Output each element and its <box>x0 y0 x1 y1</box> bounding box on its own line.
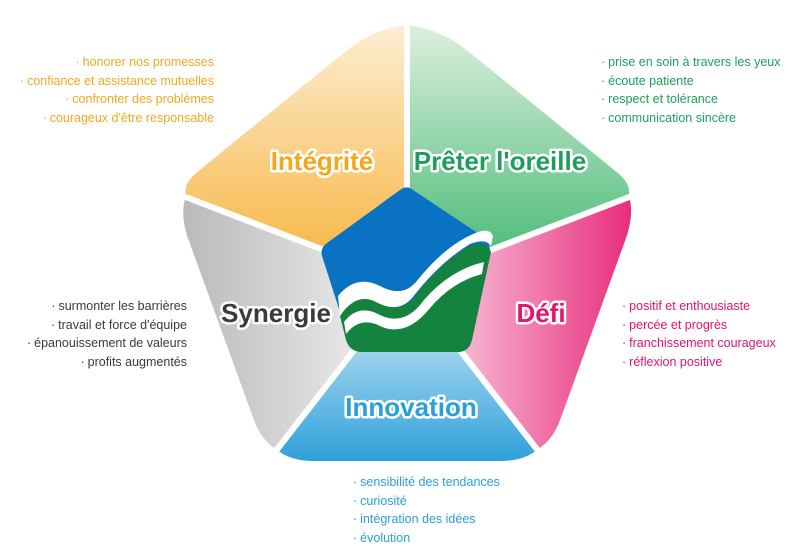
list-item: ·curiosité <box>353 492 500 511</box>
list-item: ·respect et tolérance <box>601 90 780 109</box>
bullet-dot: · <box>601 55 605 69</box>
list-item-text: intégration des idées <box>360 512 475 526</box>
list-item: ·écoute patiente <box>601 72 780 91</box>
bullet-dot: · <box>65 92 69 106</box>
title-innovation: Innovation <box>345 392 476 422</box>
title-integrite: Intégrité <box>271 146 374 176</box>
list-item: ·honorer nos promesses <box>20 53 214 72</box>
list-item: ·sensibilité des tendances <box>353 473 500 492</box>
list-innovation: ·sensibilité des tendances ·curiosité ·i… <box>353 473 500 547</box>
list-item-text: confiance et assistance mutuelles <box>27 74 214 88</box>
list-item-text: percée et progrès <box>629 318 727 332</box>
list-item: ·courageux d'être responsable <box>20 109 214 128</box>
title-defi: Défi <box>516 298 565 328</box>
list-item: ·épanouissement de valeurs <box>27 334 187 353</box>
list-item-text: curiosité <box>360 494 407 508</box>
list-preter: ·prise en soin à travers les yeux ·écout… <box>601 53 780 127</box>
list-item: ·franchissement courageux <box>622 334 776 353</box>
list-item-text: profits augmentés <box>88 355 187 369</box>
bullet-dot: · <box>622 336 626 350</box>
list-item-text: honorer nos promesses <box>83 55 214 69</box>
list-integrite: ·honorer nos promesses ·confiance et ass… <box>20 53 214 127</box>
list-item-text: écoute patiente <box>608 74 694 88</box>
bullet-dot: · <box>43 111 47 125</box>
list-item: ·prise en soin à travers les yeux <box>601 53 780 72</box>
list-synergie: ·surmonter les barrières ·travail et for… <box>27 297 187 371</box>
list-item: ·réflexion positive <box>622 353 776 372</box>
bullet-dot: · <box>622 318 626 332</box>
list-item-text: positif et enthousiaste <box>629 299 750 313</box>
list-item: ·intégration des idées <box>353 510 500 529</box>
bullet-dot: · <box>601 74 605 88</box>
list-item: ·percée et progrès <box>622 316 776 335</box>
list-item-text: confronter des problèmes <box>72 92 214 106</box>
list-item: ·évolution <box>353 529 500 547</box>
bullet-dot: · <box>353 494 357 508</box>
list-item-text: sensibilité des tendances <box>360 475 500 489</box>
bullet-dot: · <box>622 299 626 313</box>
list-item: ·surmonter les barrières <box>27 297 187 316</box>
bullet-dot: · <box>80 355 84 369</box>
bullet-dot: · <box>353 475 357 489</box>
bullet-dot: · <box>20 74 24 88</box>
bullet-dot: · <box>601 111 605 125</box>
list-item: · profits augmentés <box>27 353 187 372</box>
list-item: ·positif et enthousiaste <box>622 297 776 316</box>
list-item-text: prise en soin à travers les yeux <box>608 55 780 69</box>
bullet-dot: · <box>353 512 357 526</box>
bullet-dot: · <box>27 336 31 350</box>
list-item-text: courageux d'être responsable <box>50 111 214 125</box>
title-preter: Prêter l'oreille <box>414 146 586 176</box>
list-item: ·confronter des problèmes <box>20 90 214 109</box>
bullet-dot: · <box>353 531 357 545</box>
list-item-text: travail et force d'équipe <box>58 318 187 332</box>
list-item-text: communication sincère <box>608 111 736 125</box>
list-item-text: évolution <box>360 531 410 545</box>
list-item: ·confiance et assistance mutuelles <box>20 72 214 91</box>
list-item-text: épanouissement de valeurs <box>34 336 187 350</box>
bullet-dot: · <box>51 299 55 313</box>
list-item-text: surmonter les barrières <box>58 299 187 313</box>
title-synergie: Synergie <box>221 298 331 328</box>
list-defi: ·positif et enthousiaste ·percée et prog… <box>622 297 776 371</box>
list-item-text: franchissement courageux <box>629 336 776 350</box>
bullet-dot: · <box>51 318 55 332</box>
list-item-text: réflexion positive <box>629 355 722 369</box>
bullet-dot: · <box>601 92 605 106</box>
list-item: ·travail et force d'équipe <box>27 316 187 335</box>
list-item-text: respect et tolérance <box>608 92 718 106</box>
bullet-dot: · <box>76 55 80 69</box>
list-item: ·communication sincère <box>601 109 780 128</box>
bullet-dot: · <box>622 355 626 369</box>
